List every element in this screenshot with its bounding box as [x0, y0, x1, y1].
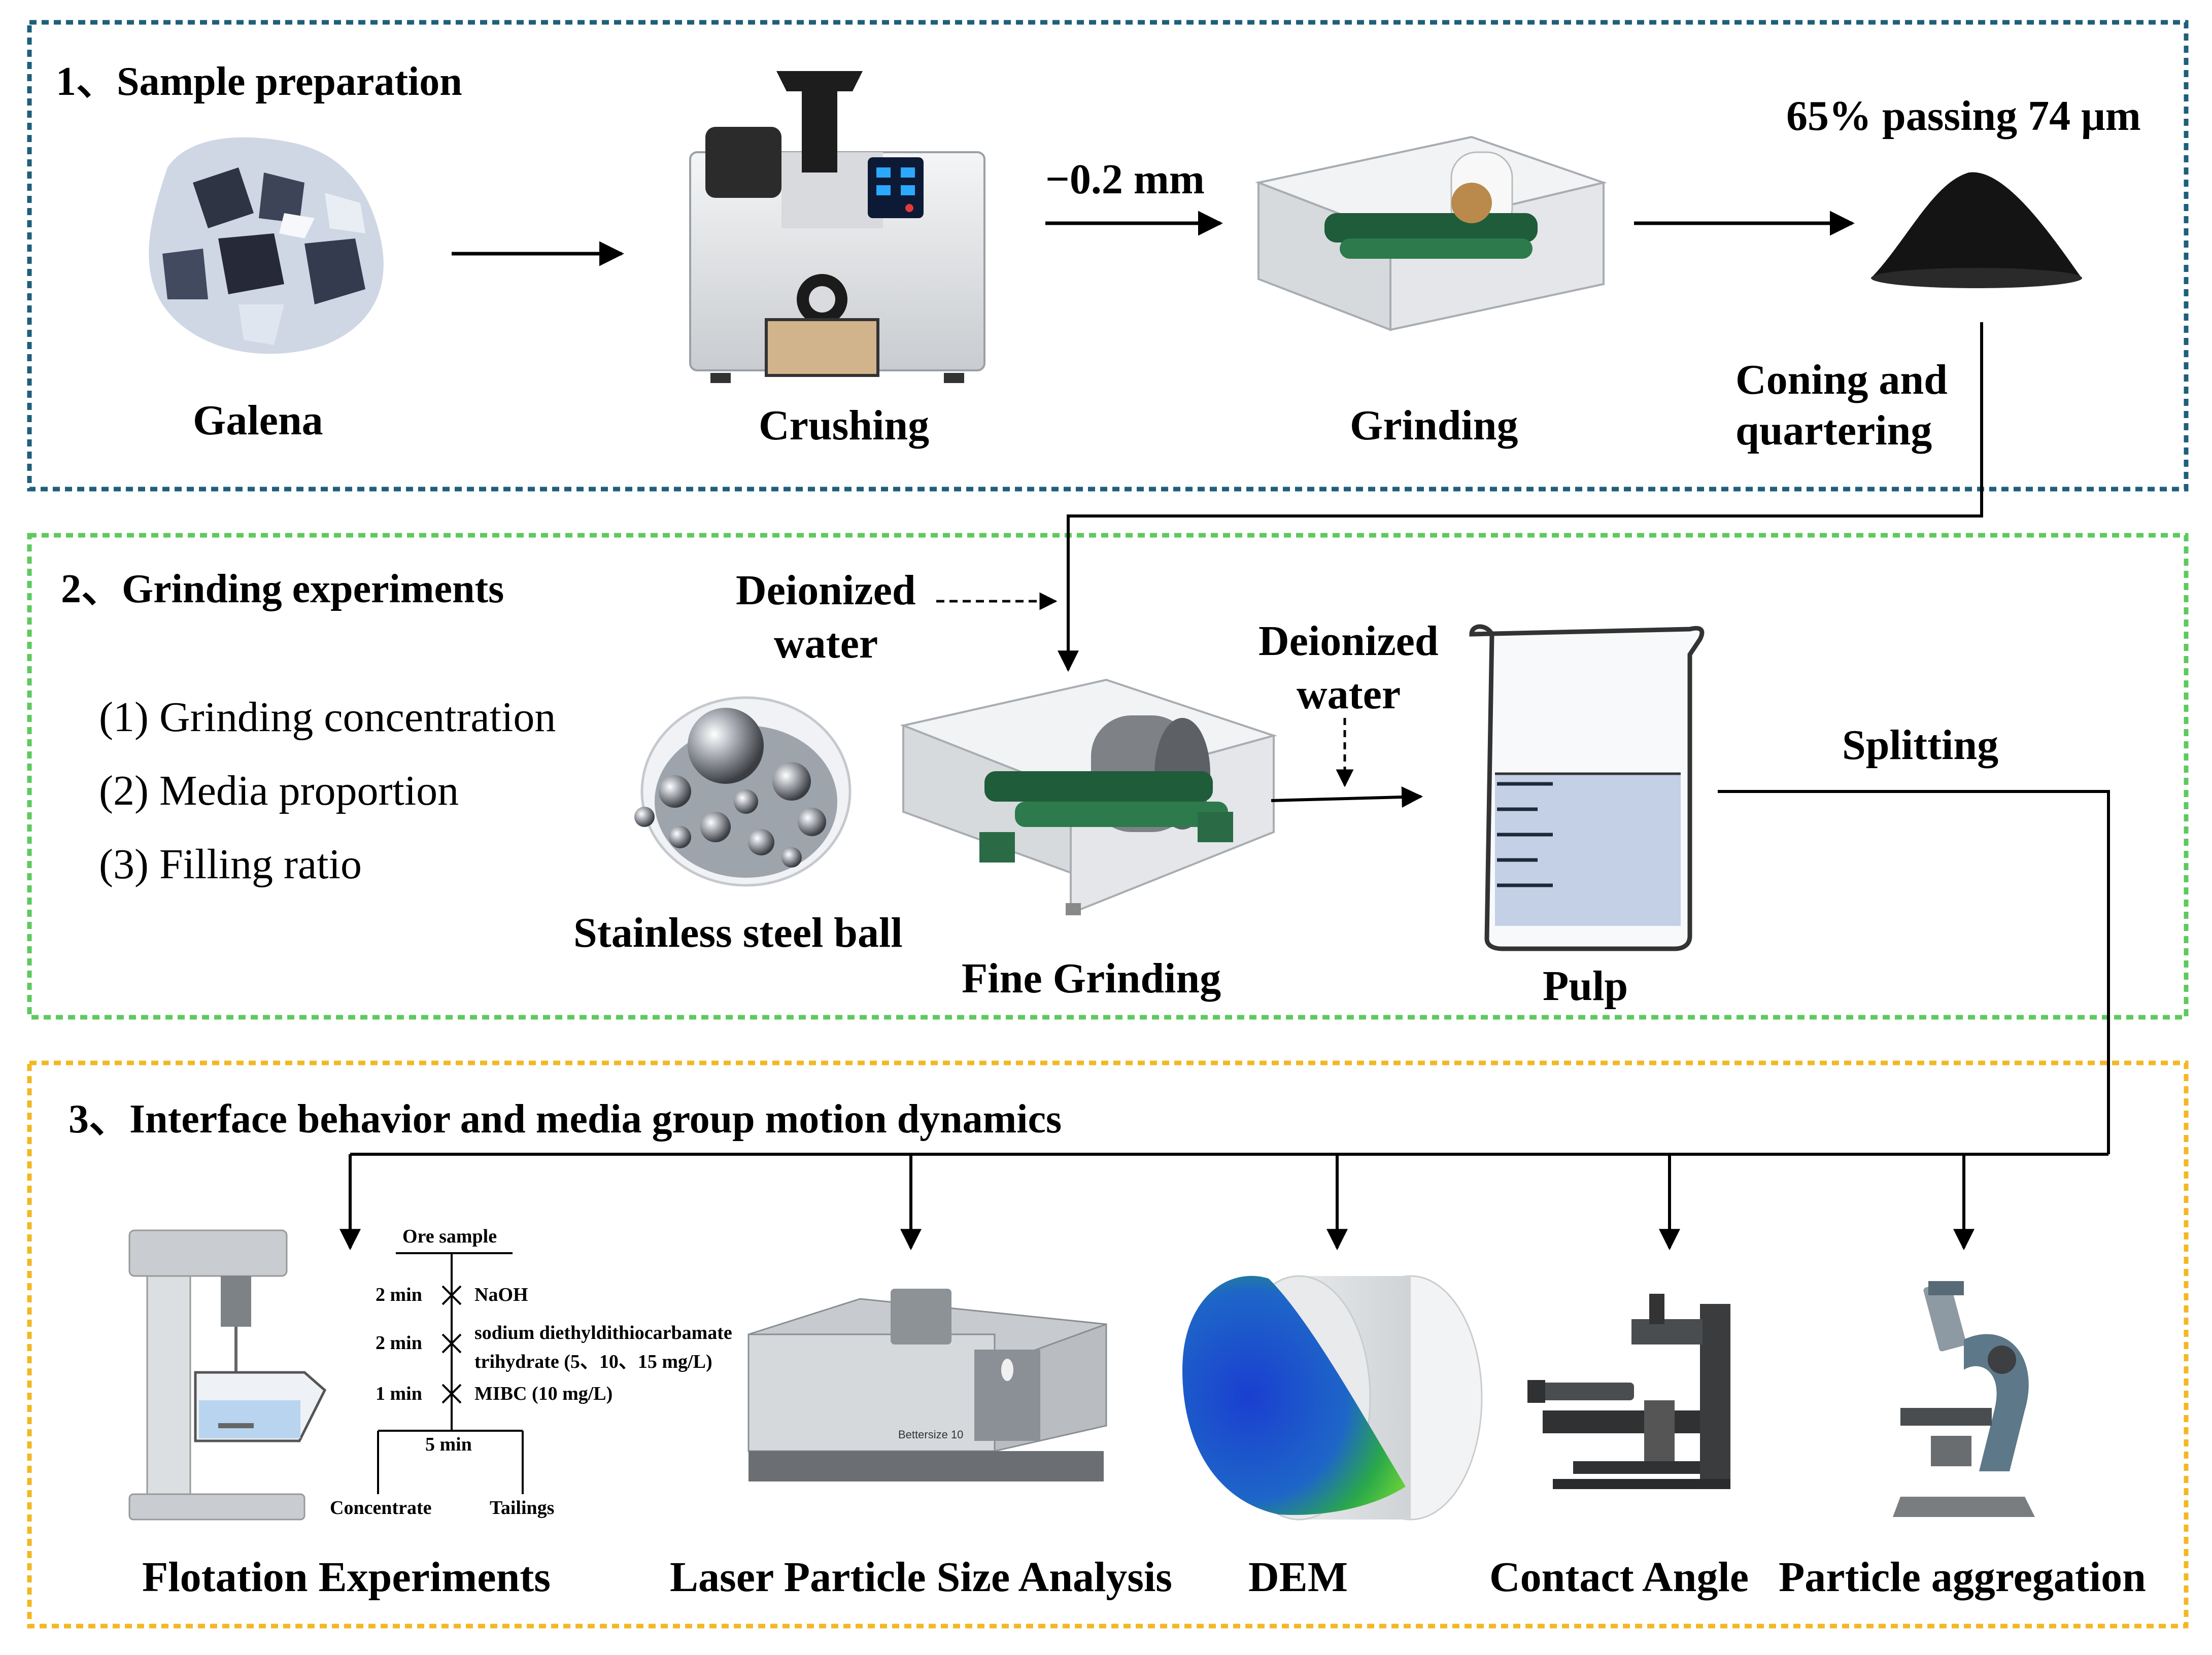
galena-image — [149, 137, 384, 354]
dem-label: DEM — [1248, 1554, 1348, 1601]
contact-angle-label: Contact Angle — [1489, 1554, 1749, 1601]
flotation-label: Flotation Experiments — [142, 1554, 551, 1601]
section-2-title: 2、Grinding experiments — [61, 567, 504, 611]
flotation-machine-image — [128, 1229, 327, 1521]
parameter-item-1: (1) Grinding concentration — [99, 694, 556, 741]
connector-quartering-to-mill — [1058, 322, 1983, 672]
coned-powder-image — [1871, 172, 2082, 288]
parameter-item-3: (3) Filling ratio — [99, 841, 362, 888]
arrow-mill-to-pulp — [1271, 786, 1423, 808]
water-label-a-line2: water — [774, 620, 878, 667]
connector-splitting — [1718, 790, 2110, 1154]
passing-label: 65% passing 74 μm — [1786, 92, 2141, 140]
scheme-tailings: Tailings — [490, 1497, 555, 1519]
scheme-ore: Ore sample — [402, 1226, 497, 1247]
scheme-r1: NaOH — [474, 1284, 528, 1305]
steel-balls-image — [634, 696, 852, 887]
laser-analyzer-logo: Bettersize 10 — [898, 1428, 963, 1441]
flotation-scheme-diagram — [377, 1252, 524, 1494]
contact-angle-image — [1527, 1294, 1730, 1489]
dem-simulation-image — [1182, 1275, 1483, 1521]
splitting-label: Splitting — [1842, 721, 1999, 769]
water-label-b-line1: Deionized — [1258, 617, 1439, 665]
water-label-a-line1: Deionized — [736, 567, 916, 614]
section-1-title: 1、Sample preparation — [56, 59, 462, 104]
beaker-image — [1469, 624, 1705, 951]
fine-grinding-label: Fine Grinding — [962, 955, 1221, 1002]
laser-analyzer-image — [747, 1289, 1107, 1481]
section-3-title: 3、Interface behavior and media group mot… — [69, 1097, 1062, 1142]
section-1-frame — [27, 20, 2189, 492]
size-label: −0.2 mm — [1045, 156, 1205, 203]
coning-label-line1: Coning and — [1735, 356, 1948, 403]
laser-label: Laser Particle Size Analysis — [670, 1554, 1172, 1601]
scheme-concentrate: Concentrate — [330, 1497, 432, 1519]
microscope-image — [1893, 1281, 2035, 1517]
grinding-label: Grinding — [1350, 402, 1518, 449]
pulp-label: Pulp — [1543, 962, 1628, 1010]
fine-grinding-mill-image — [900, 678, 1277, 915]
scheme-t2: 2 min — [376, 1332, 422, 1354]
aggregation-label: Particle aggregation — [1779, 1554, 2146, 1601]
water-label-b-line2: water — [1297, 671, 1401, 718]
parameter-item-2: (2) Media proportion — [99, 767, 459, 814]
scheme-r2-line2: trihydrate (5、10、15 mg/L) — [474, 1351, 712, 1372]
crushing-label: Crushing — [759, 402, 930, 449]
scheme-t4: 5 min — [425, 1434, 472, 1455]
crusher-image — [689, 71, 985, 383]
galena-label: Galena — [193, 397, 323, 444]
scheme-t3: 1 min — [376, 1383, 422, 1404]
grinding-mill-image — [1255, 135, 1608, 331]
scheme-r2-line1: sodium diethyldithiocarbamate — [474, 1322, 732, 1343]
scheme-t1: 2 min — [376, 1284, 422, 1305]
section-3-frame — [27, 1060, 2189, 1629]
section-2-frame — [27, 533, 2189, 1020]
coning-label-line2: quartering — [1735, 407, 1932, 454]
scheme-r3: MIBC (10 mg/L) — [474, 1383, 613, 1404]
steel-ball-label: Stainless steel ball — [573, 909, 903, 956]
